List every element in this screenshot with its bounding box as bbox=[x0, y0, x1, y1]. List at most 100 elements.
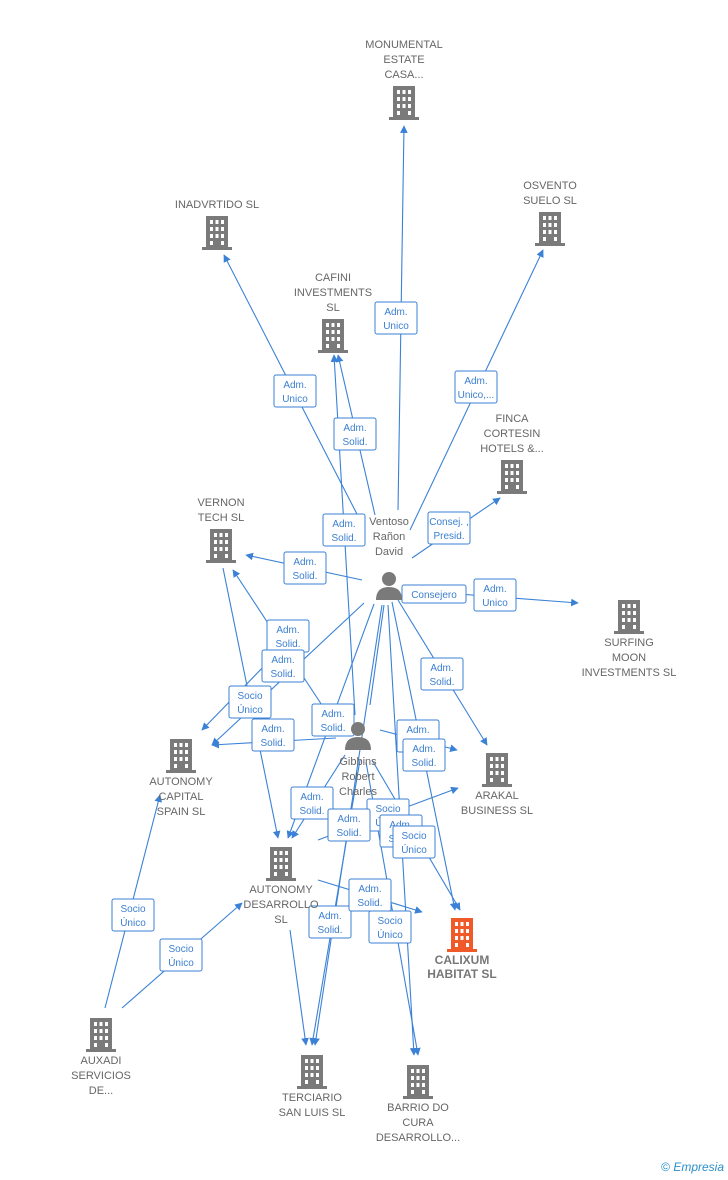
edge-label-text: Adm. bbox=[261, 724, 284, 735]
edge-label-text: Socio bbox=[237, 691, 262, 702]
edge-label-text: Solid. bbox=[336, 828, 361, 839]
edge-label-text: Solid. bbox=[260, 738, 285, 749]
edge-label-e23[interactable]: Adm.Solid. bbox=[308, 905, 352, 939]
edge-label-text: Solid. bbox=[320, 723, 345, 734]
edge-label-text: Solid. bbox=[292, 571, 317, 582]
edge-label-text: Socio bbox=[168, 944, 193, 955]
edge-autonomydes-terciario bbox=[289, 929, 309, 1046]
brand-logo[interactable]: Empresia bbox=[673, 1160, 724, 1174]
building-icon bbox=[482, 753, 512, 787]
edge-label-text: Unico,... bbox=[458, 390, 495, 401]
edge-label-text: Socio bbox=[120, 904, 145, 915]
edge-label-box bbox=[283, 551, 327, 585]
edge-label-e12[interactable]: Adm.Solid. bbox=[420, 657, 464, 691]
node-label-line: INADVRTIDO SL bbox=[175, 199, 259, 211]
edge-label-text: Solid. bbox=[270, 669, 295, 680]
edge-label-e9[interactable]: Adm.Unico bbox=[473, 578, 517, 612]
edge-label-e6[interactable]: Consej. ,Presid. bbox=[427, 511, 471, 545]
node-label-line: DESARROLLO bbox=[243, 899, 319, 911]
node-auxadi[interactable]: AUXADISERVICIOSDE... bbox=[71, 1018, 131, 1097]
edge-label-text: Único bbox=[401, 843, 427, 856]
edge-label-text: Consej. , bbox=[429, 517, 468, 528]
edge-label-text: Socio bbox=[401, 831, 426, 842]
node-monumental[interactable]: MONUMENTALESTATECASA... bbox=[365, 39, 443, 120]
edge-label-box bbox=[427, 511, 471, 545]
edge-label-text: Adm. bbox=[343, 423, 366, 434]
node-label-line: Ventoso bbox=[369, 516, 409, 528]
node-label-line: SL bbox=[326, 302, 339, 314]
edge-label-text: Adm. bbox=[293, 557, 316, 568]
node-label-line: OSVENTO bbox=[523, 180, 577, 192]
building-icon bbox=[206, 529, 236, 563]
building-icon bbox=[389, 86, 419, 120]
node-inadvrtido[interactable]: INADVRTIDO SL bbox=[175, 199, 259, 250]
edge-label-e1[interactable]: Adm.Unico bbox=[374, 301, 418, 335]
edge-label-e18[interactable]: Adm.Solid. bbox=[290, 786, 334, 820]
edge-label-text: Adm. bbox=[283, 380, 306, 391]
edge-label-text: Único bbox=[377, 928, 403, 941]
edge-label-e17[interactable]: Adm.Solid. bbox=[402, 738, 446, 772]
edge-labels: Adm.UnicoAdm.UnicoAdm.Unico,...Adm.Solid… bbox=[111, 301, 517, 972]
node-label-line: SUELO SL bbox=[523, 195, 577, 207]
edge-label-text: Adm. bbox=[483, 584, 506, 595]
edge-label-text: Único bbox=[120, 916, 146, 929]
edge-label-e15[interactable]: Adm.Solid. bbox=[311, 703, 355, 737]
edge-label-text: Solid. bbox=[275, 639, 300, 650]
edge-label-e3[interactable]: Adm. Unico,... bbox=[454, 370, 498, 404]
edge-label-box bbox=[290, 786, 334, 820]
edge-label-text: Adm. bbox=[464, 376, 487, 387]
edge-label-box bbox=[401, 584, 467, 604]
edge-label-text: Solid. bbox=[357, 898, 382, 909]
node-osvento[interactable]: OSVENTO SUELO SL bbox=[523, 180, 577, 246]
building-icon bbox=[614, 600, 644, 634]
edge-label-e11[interactable]: Adm. Solid. bbox=[261, 649, 305, 683]
edge-ventoso-gibbins bbox=[369, 604, 385, 706]
edge-label-e7[interactable]: Adm. Solid. bbox=[283, 551, 327, 585]
edge-label-e8[interactable]: Consejero bbox=[401, 584, 467, 604]
edge-label-text: Adm. bbox=[271, 655, 294, 666]
edge-label-e24[interactable]: Adm.Solid. bbox=[348, 878, 392, 912]
building-icon bbox=[403, 1065, 433, 1099]
node-label-line: CASA... bbox=[384, 69, 423, 81]
edge-label-box bbox=[374, 301, 418, 335]
edge-label-text: Adm. bbox=[337, 814, 360, 825]
edge-label-text: Adm. bbox=[430, 663, 453, 674]
edge-label-e10[interactable]: Adm.Solid. bbox=[266, 619, 310, 653]
edge-label-e5[interactable]: Adm.Solid. bbox=[322, 513, 366, 547]
building-icon bbox=[535, 212, 565, 246]
node-barrio[interactable]: BARRIO DOCURADESARROLLO... bbox=[376, 1065, 460, 1144]
building-icon bbox=[166, 739, 196, 773]
building-icon bbox=[318, 319, 348, 353]
edge-label-text: Adm. bbox=[318, 911, 341, 922]
edge-label-box bbox=[327, 808, 371, 842]
node-label-line: ESTATE bbox=[383, 54, 424, 66]
edge-label-box bbox=[311, 703, 355, 737]
edge-label-e20[interactable]: Adm. Solid. bbox=[327, 808, 371, 842]
edge-label-e2[interactable]: Adm.Unico bbox=[273, 374, 317, 408]
edge-label-box bbox=[473, 578, 517, 612]
edge-label-e14[interactable]: Adm. Solid. bbox=[251, 718, 295, 752]
edge-label-box bbox=[322, 513, 366, 547]
node-label-line: Rañon bbox=[373, 531, 405, 543]
edge-label-e4[interactable]: Adm.Solid. bbox=[333, 417, 377, 451]
edge-label-text: Único bbox=[237, 703, 263, 716]
node-label-line: CAFINI bbox=[315, 272, 351, 284]
edge-label-box bbox=[402, 738, 446, 772]
